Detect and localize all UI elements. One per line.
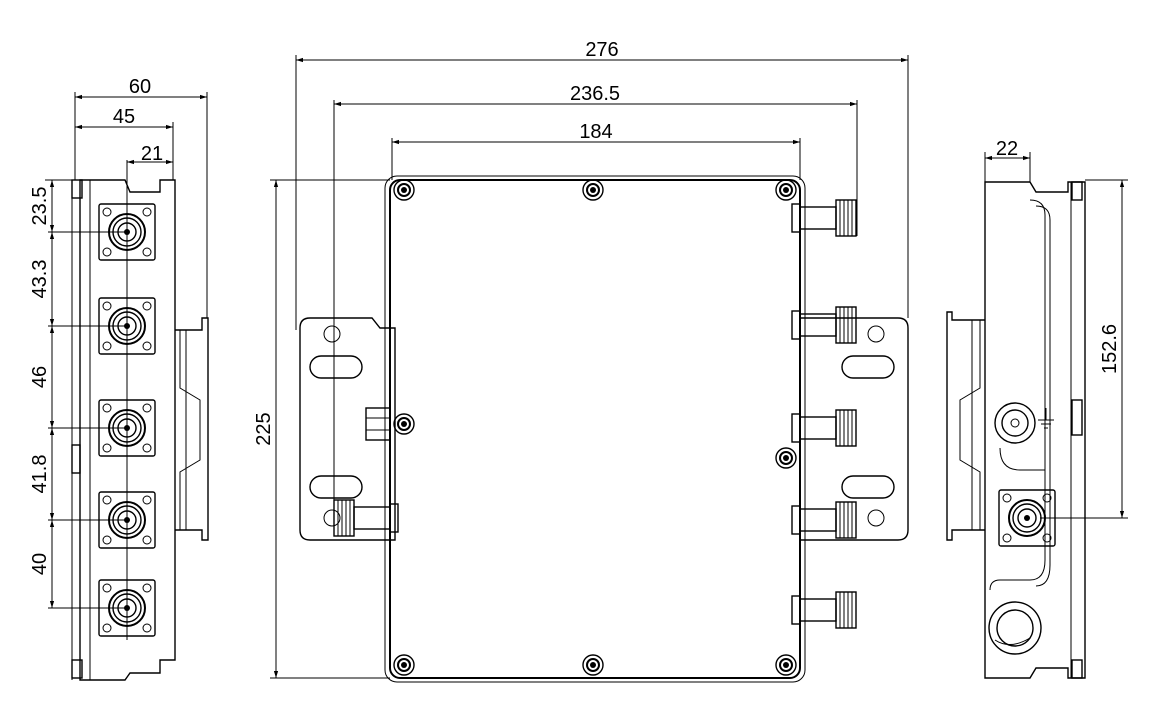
dim-overall-width: 276 — [585, 39, 618, 61]
dim-connector-offset: 21 — [141, 143, 163, 165]
dim-pitch-5: 40 — [29, 553, 51, 575]
front-connector-5 — [791, 591, 857, 629]
dim-pitch-2: 43.3 — [29, 260, 51, 299]
front-connector-3 — [791, 409, 857, 447]
dim-inner-width: 45 — [113, 106, 135, 128]
front-view: 276 236.5 184 225 — [253, 39, 909, 683]
front-connector-left — [333, 499, 399, 537]
front-connector-1 — [791, 199, 857, 237]
right-view: 22 152.6 — [946, 138, 1128, 679]
dim-body-width: 184 — [579, 121, 612, 143]
dim-connector-span: 236.5 — [570, 83, 620, 105]
front-connector-2 — [791, 306, 857, 344]
left-view: 60 45 21 23.5 43.3 46 41.8 40 — [29, 76, 209, 681]
front-connector-4 — [791, 501, 857, 539]
dim-depth: 22 — [996, 138, 1018, 160]
dim-pitch-3: 46 — [29, 366, 51, 388]
dim-pitch-4: 41.8 — [29, 455, 51, 494]
dim-pitch-1: 23.5 — [29, 187, 51, 226]
dim-connector-height: 152.6 — [1099, 324, 1121, 374]
dim-height: 225 — [253, 412, 275, 445]
dim-total-width: 60 — [129, 76, 151, 98]
